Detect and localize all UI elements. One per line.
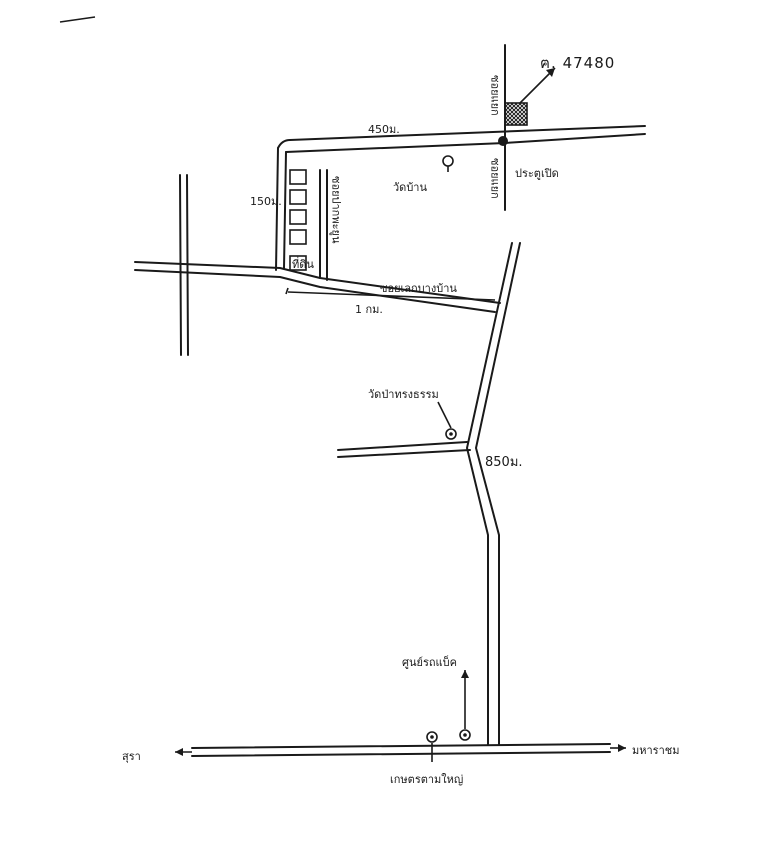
- house-label: ที่ดิน: [292, 256, 314, 271]
- plot-square: [504, 67, 556, 126]
- gate-road: [498, 44, 508, 211]
- right-road-distance: 850ม.: [485, 455, 523, 470]
- temple-label: วัดบ้าน: [393, 181, 427, 194]
- village-road-label: ซอยเลกบางบ้าน: [380, 282, 457, 295]
- houses-column: [289, 169, 328, 281]
- middle-road-distance: 1 กม.: [355, 303, 383, 316]
- wat-marker: [445, 428, 457, 440]
- main-road: [466, 242, 521, 746]
- middle-road: [134, 261, 501, 313]
- wat-road: [337, 401, 471, 458]
- houses-side-label: ซอยปากพะยูน: [330, 176, 343, 244]
- plot-code-label: ฅ. 47480: [540, 54, 615, 72]
- gate-label: ประตูเปิด: [515, 167, 559, 180]
- top-road-distance: 450ม.: [368, 123, 400, 136]
- fuel-center-label: ศูนย์รถแบ็ค: [402, 655, 457, 669]
- left-destination-label: สุรา: [122, 750, 141, 763]
- fuel-marker: [459, 729, 471, 741]
- wat-label: วัดป่าทรงธรรม: [368, 388, 439, 401]
- corner-dash: [59, 16, 96, 23]
- left-road-distance: 150ม.: [250, 195, 282, 208]
- temple-marker: [442, 155, 454, 172]
- junction-marker: [426, 731, 438, 743]
- gate-marker: [498, 136, 508, 146]
- right-destination-label: มหาราชม: [632, 744, 679, 757]
- top-side-label: ซอยแยก: [489, 75, 502, 116]
- bottom-road: [175, 670, 626, 762]
- junction-label: เกษตรตามใหญ่: [390, 773, 463, 786]
- gate-side-label: ซอยแยก: [489, 158, 502, 199]
